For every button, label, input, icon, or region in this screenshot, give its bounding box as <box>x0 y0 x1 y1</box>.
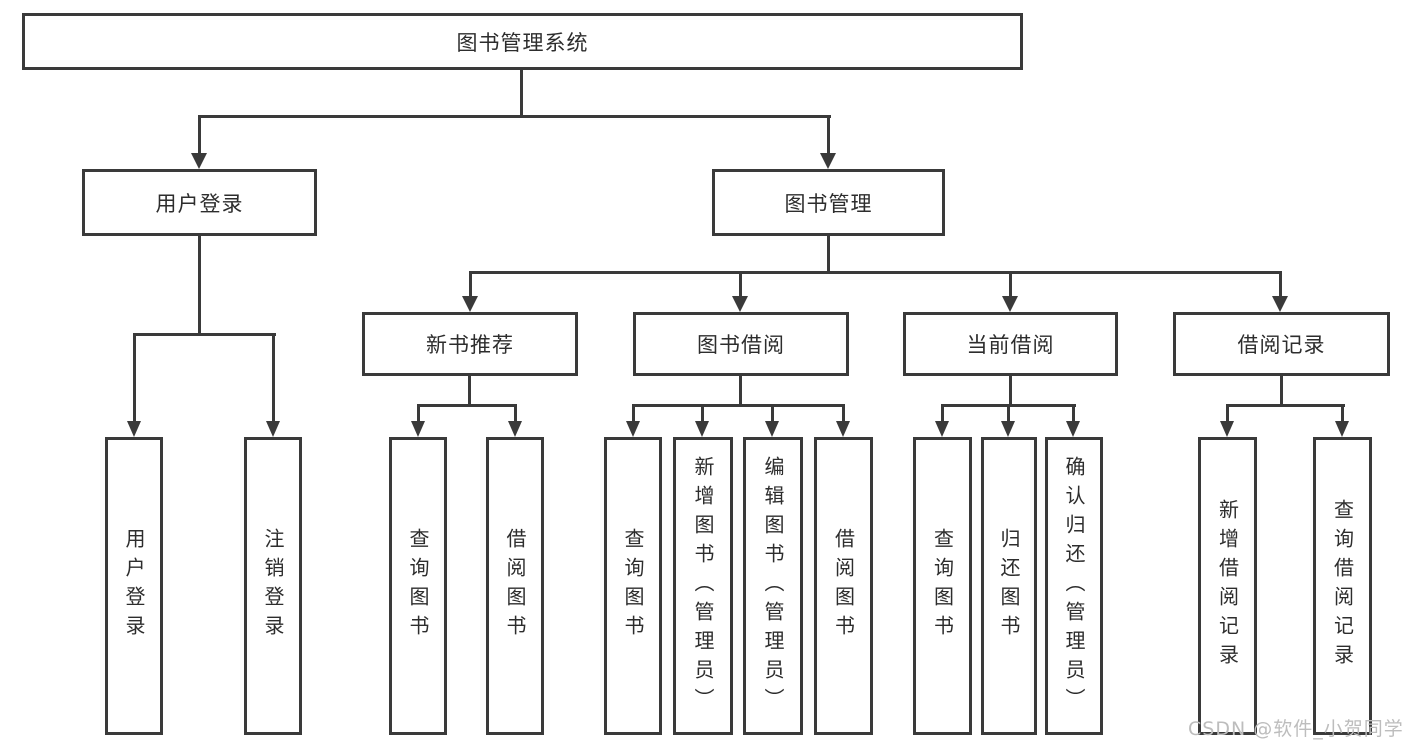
connector-line <box>468 376 471 406</box>
leaf-query-borrow-record: 查询借阅记录 <box>1313 437 1372 735</box>
node-borrowing-records: 借阅记录 <box>1173 312 1390 376</box>
connector-line <box>739 271 742 296</box>
leaf-edit-book-admin: 编辑图书（管理员） <box>743 437 803 735</box>
arrowhead <box>1001 421 1015 437</box>
leaf-add-book-admin: 新增图书（管理员） <box>673 437 733 735</box>
connector-line <box>1226 404 1229 421</box>
arrowhead <box>626 421 640 437</box>
connector-line <box>417 404 420 421</box>
leaf-confirm-return-admin: 确认归还（管理员） <box>1045 437 1103 735</box>
leaf-user-login: 用户登录 <box>105 437 163 735</box>
connector-line <box>1341 404 1344 421</box>
connector-line <box>739 376 742 406</box>
connector-line <box>469 271 1282 274</box>
connector-line <box>701 404 704 421</box>
arrowhead <box>935 421 949 437</box>
connector-line <box>632 404 845 407</box>
connector-line <box>1280 376 1283 406</box>
node-current-borrowing: 当前借阅 <box>903 312 1118 376</box>
arrowhead <box>1066 421 1080 437</box>
connector-line <box>632 404 635 421</box>
node-library-management-system: 图书管理系统 <box>22 13 1023 70</box>
arrowhead <box>1335 421 1349 437</box>
leaf-borrow-books-recommend: 借阅图书 <box>486 437 544 735</box>
connector-line <box>1072 404 1075 421</box>
connector-line <box>941 404 944 421</box>
connector-line <box>469 271 472 296</box>
arrowhead <box>462 296 478 312</box>
arrowhead <box>765 421 779 437</box>
node-book-borrowing: 图书借阅 <box>633 312 849 376</box>
arrowhead <box>266 421 280 437</box>
arrowhead <box>1220 421 1234 437</box>
connector-line <box>827 235 830 273</box>
leaf-logout: 注销登录 <box>244 437 302 735</box>
node-new-book-recommendation: 新书推荐 <box>362 312 578 376</box>
connector-line <box>417 404 517 407</box>
connector-line <box>827 115 830 153</box>
connector-line <box>1009 376 1012 406</box>
leaf-query-books-borrowing: 查询图书 <box>604 437 662 735</box>
leaf-return-books: 归还图书 <box>981 437 1037 735</box>
connector-line <box>1007 404 1010 421</box>
leaf-add-borrow-record: 新增借阅记录 <box>1198 437 1257 735</box>
arrowhead <box>695 421 709 437</box>
connector-line <box>771 404 774 421</box>
arrowhead <box>820 153 836 169</box>
connector-line <box>842 404 845 421</box>
connector-line <box>133 333 276 336</box>
arrowhead <box>191 153 207 169</box>
connector-line <box>198 115 831 118</box>
leaf-borrow-books: 借阅图书 <box>814 437 873 735</box>
arrowhead <box>732 296 748 312</box>
csdn-watermark: CSDN @软件_小贺同学 <box>1188 718 1404 740</box>
connector-line <box>520 69 523 118</box>
leaf-query-books-recommend: 查询图书 <box>389 437 447 735</box>
node-book-management: 图书管理 <box>712 169 945 236</box>
connector-line <box>133 333 136 421</box>
arrowhead <box>127 421 141 437</box>
connector-line <box>272 333 275 421</box>
arrowhead <box>836 421 850 437</box>
leaf-query-books-current: 查询图书 <box>913 437 972 735</box>
connector-line <box>1226 404 1345 407</box>
arrowhead <box>411 421 425 437</box>
connector-line <box>1009 271 1012 296</box>
connector-line <box>198 236 201 335</box>
arrowhead <box>1002 296 1018 312</box>
connector-line <box>1279 271 1282 296</box>
arrowhead <box>1272 296 1288 312</box>
connector-line <box>514 404 517 421</box>
node-user-login: 用户登录 <box>82 169 317 236</box>
connector-line <box>198 115 201 153</box>
arrowhead <box>508 421 522 437</box>
